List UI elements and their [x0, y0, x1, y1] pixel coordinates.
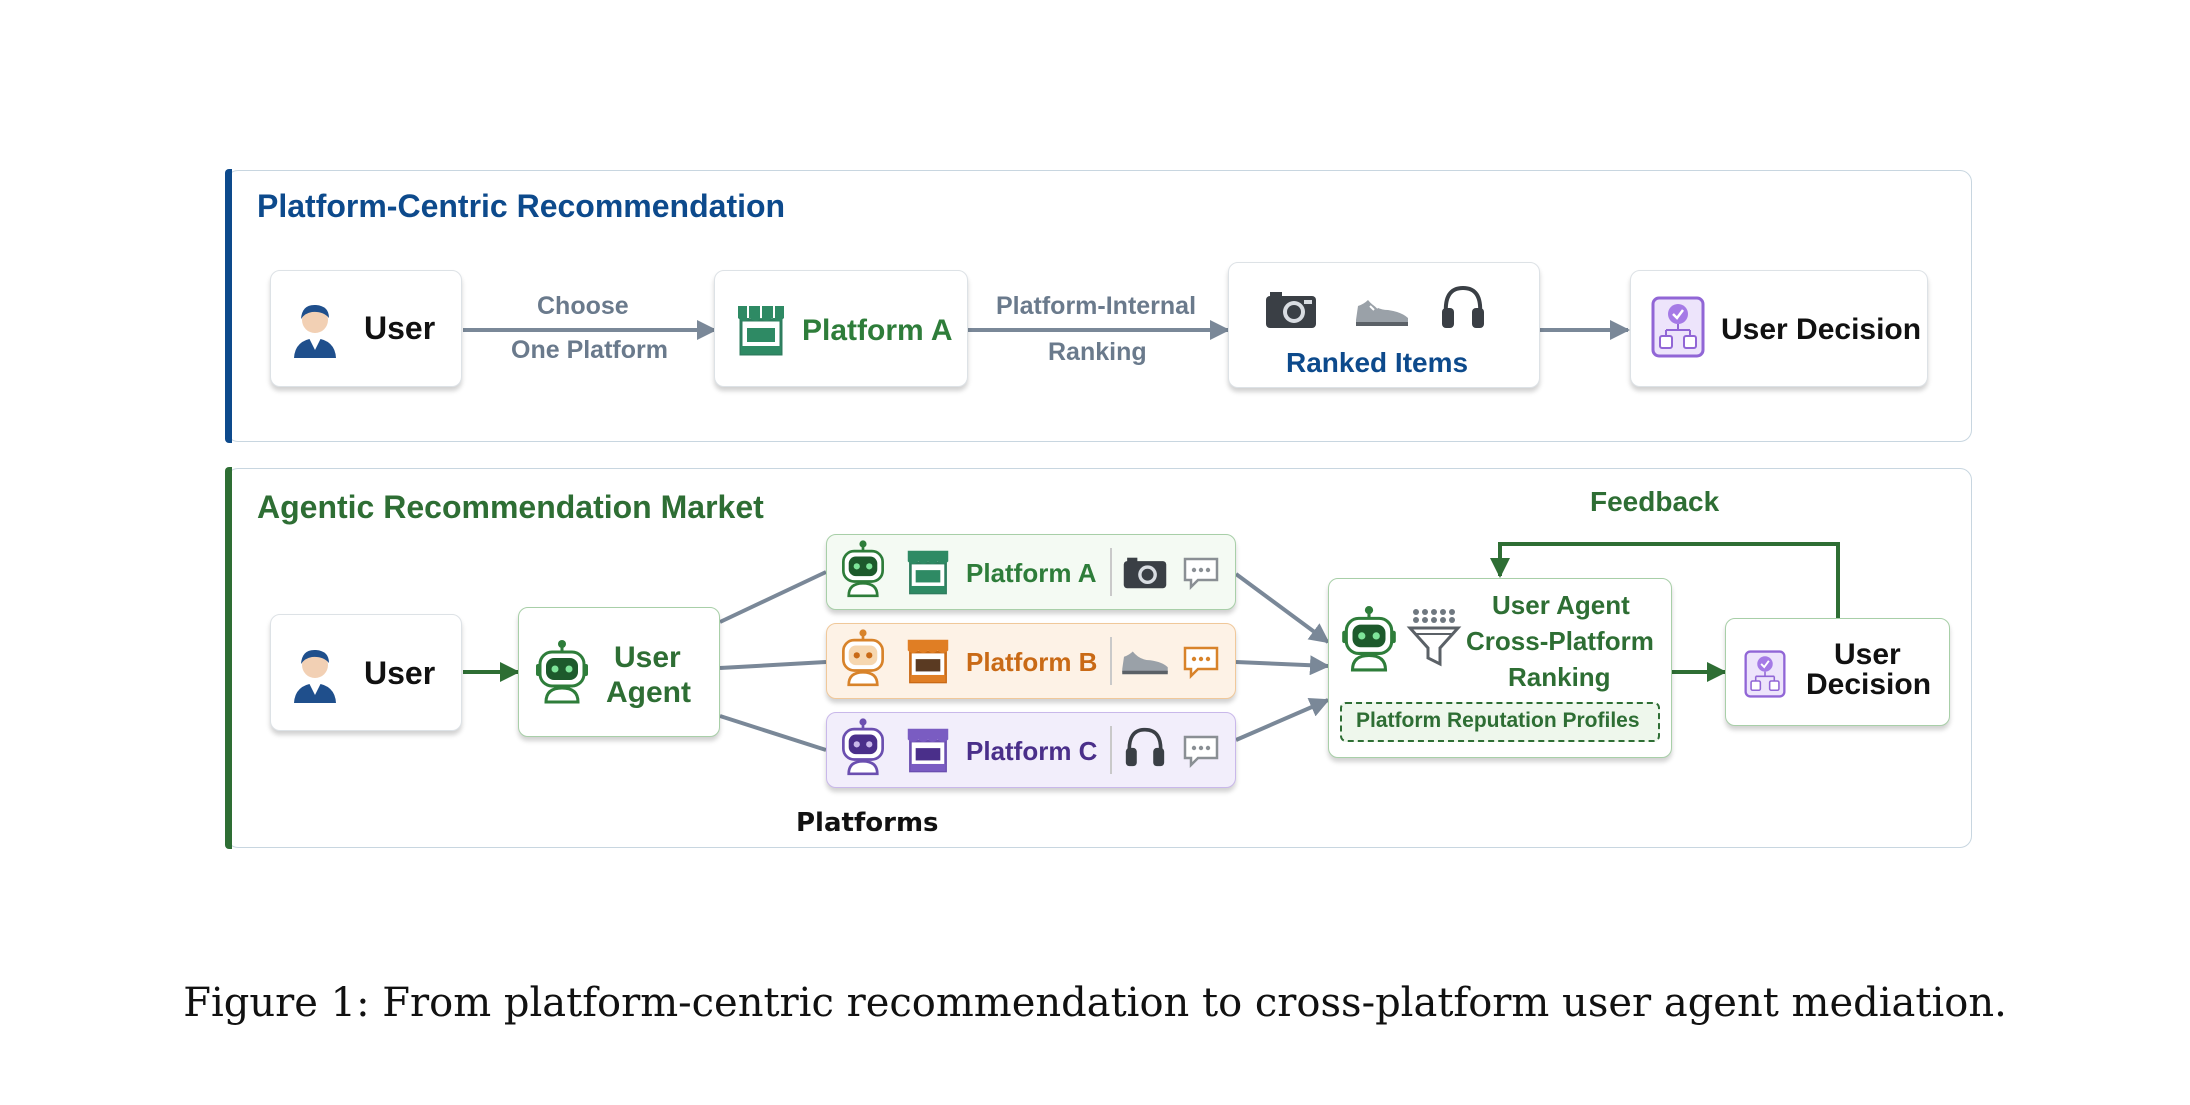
line-agent-to-platform-c [719, 714, 827, 752]
top-user-label: User [364, 310, 436, 346]
bottom-user-decision-line2: Decision [1806, 668, 1932, 701]
ranked-items-label: Ranked Items [1286, 347, 1469, 378]
platforms-group-label: Platforms [796, 808, 939, 838]
platform-c-headphones-icon [1125, 727, 1165, 767]
user-avatar-icon [294, 649, 336, 703]
top-user-decision-label: User Decision [1721, 313, 1922, 346]
robot-icon [536, 640, 588, 704]
funnel-icon [1406, 609, 1462, 667]
platform-b-store-icon [907, 639, 949, 684]
line-agent-to-platform-a [719, 570, 827, 624]
platform-a-camera-icon [1123, 557, 1167, 589]
ranking-robot-icon [1342, 606, 1396, 672]
reputation-profiles-label: Platform Reputation Profiles [1356, 709, 1640, 732]
decision-icon [1651, 296, 1705, 358]
platform-c-store-icon [907, 728, 949, 773]
platform-c-chat-icon [1183, 735, 1219, 769]
platform-b-sneaker-icon [1122, 651, 1168, 675]
decision-icon [1744, 650, 1786, 698]
platform-b-divider [1110, 637, 1112, 685]
bottom-user-decision-line1: User [1834, 638, 1901, 671]
platform-b-robot-icon [842, 629, 884, 687]
store-icon [738, 306, 784, 356]
line-agent-to-platform-b [719, 660, 827, 670]
arrow-platform-a-to-ranking [1234, 572, 1330, 644]
ranking-label-line2: Cross-Platform [1466, 626, 1654, 656]
arrow-platform-c-to-ranking [1235, 698, 1330, 742]
platform-a-divider [1110, 548, 1112, 596]
feedback-label: Feedback [1590, 486, 1720, 517]
sneaker-icon [1356, 300, 1408, 326]
feedback-arrow [1490, 542, 1840, 618]
panel-accent-bar [225, 467, 232, 849]
edge-label-ranking: Ranking [1048, 338, 1147, 366]
figure-caption: Figure 1: From platform-centric recommen… [183, 980, 2007, 1026]
edge-label-one-platform: One Platform [511, 336, 668, 364]
ranking-label-line3: Ranking [1508, 662, 1611, 692]
ranking-label-line1: User Agent [1492, 590, 1630, 620]
user-agent-label-line2: Agent [606, 676, 691, 709]
platform-c-row [826, 712, 1236, 788]
platform-centric-title: Platform-Centric Recommendation [257, 188, 786, 224]
platform-b-row [826, 623, 1236, 699]
platform-c-robot-icon [842, 718, 884, 776]
platform-a-store-icon [907, 550, 949, 595]
platform-c-label: Platform C [966, 736, 1098, 766]
platform-a-label: Platform A [966, 558, 1097, 588]
user-agent-label-line1: User [614, 641, 681, 674]
edge-label-choose: Choose [537, 292, 629, 320]
reputation-profiles-box [1340, 702, 1660, 742]
bottom-user-node [270, 614, 462, 731]
platform-b-chat-icon [1183, 646, 1219, 680]
panel-accent-bar [225, 169, 232, 443]
agentic-market-title: Agentic Recommendation Market [257, 489, 764, 525]
bottom-user-label: User [364, 655, 436, 691]
camera-icon [1266, 292, 1316, 328]
edge-label-platform-internal: Platform-Internal [996, 292, 1197, 320]
arrow-platform-b-to-ranking [1235, 655, 1330, 676]
headphones-icon [1442, 285, 1484, 328]
platform-a-robot-icon [842, 540, 884, 598]
top-platform-a-label: Platform A [802, 314, 953, 347]
platform-a-row [826, 534, 1236, 610]
platform-a-chat-icon [1183, 557, 1219, 591]
top-user-node [270, 270, 462, 387]
platform-b-label: Platform B [966, 647, 1098, 677]
platform-c-divider [1110, 726, 1112, 774]
user-avatar-icon [294, 304, 336, 358]
